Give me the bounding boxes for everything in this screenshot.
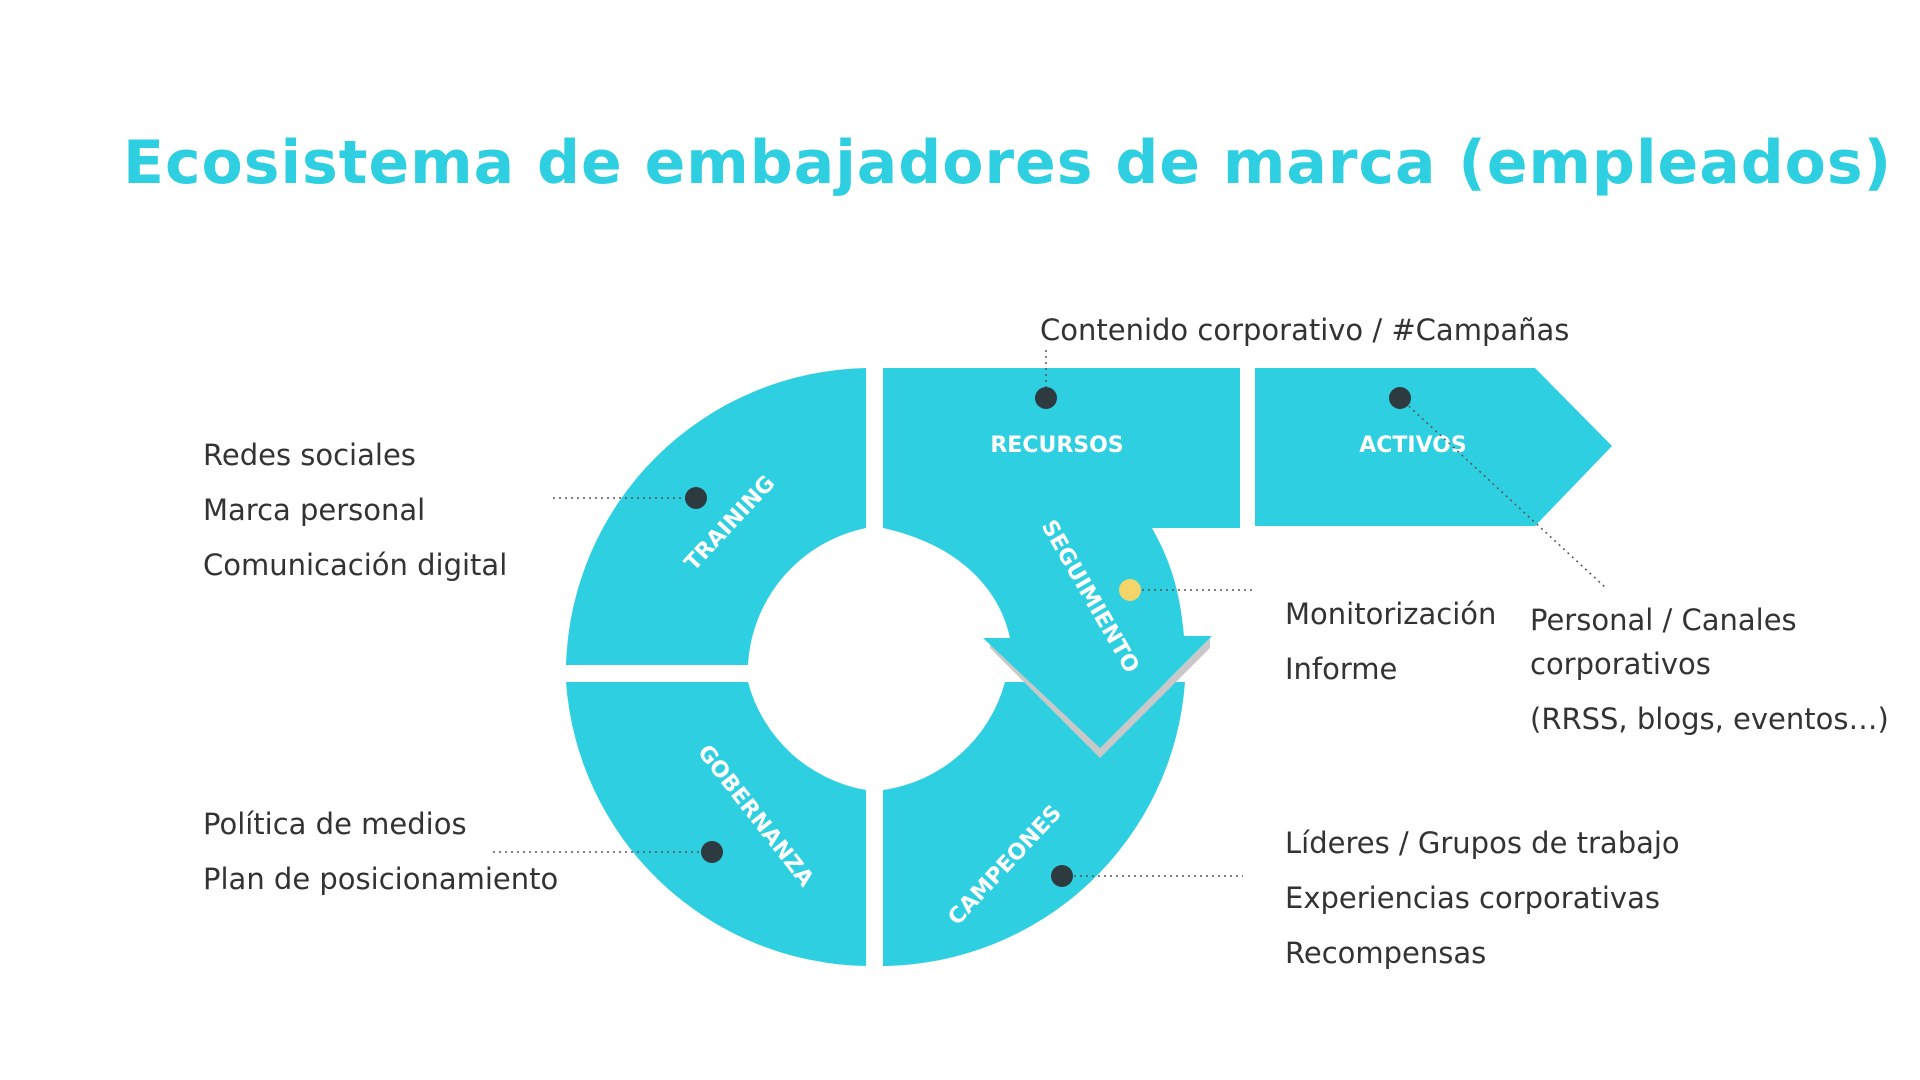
segment-recursos-seguimiento: [883, 368, 1240, 748]
note-activos-1: Personal / Canales: [1530, 603, 1797, 637]
note-campeones-3: Recompensas: [1285, 936, 1486, 970]
segment-training: [566, 368, 866, 665]
note-seguimiento-2: Informe: [1285, 652, 1397, 686]
label-activos: ACTIVOS: [1359, 433, 1467, 458]
note-training-3: Comunicación digital: [203, 548, 507, 582]
dot-seguimiento: [1119, 579, 1141, 601]
segment-campeones: [883, 682, 1185, 966]
note-training-2: Marca personal: [203, 493, 425, 527]
label-recursos: RECURSOS: [990, 433, 1123, 458]
note-activos-2: corporativos: [1530, 647, 1711, 681]
dot-gobernanza: [701, 841, 723, 863]
segment-activos: [1255, 368, 1612, 526]
note-training-1: Redes sociales: [203, 438, 416, 472]
note-gobernanza-2: Plan de posicionamiento: [203, 862, 558, 896]
note-activos-3: (RRSS, blogs, eventos…): [1530, 702, 1889, 736]
dot-activos: [1389, 387, 1411, 409]
segment-gobernanza: [566, 682, 866, 966]
note-gobernanza-1: Política de medios: [203, 807, 467, 841]
note-campeones-2: Experiencias corporativas: [1285, 881, 1660, 915]
note-recursos-1: Contenido corporativo / #Campañas: [1040, 313, 1569, 347]
dot-training: [685, 487, 707, 509]
note-campeones-1: Líderes / Grupos de trabajo: [1285, 826, 1680, 860]
dot-recursos: [1035, 387, 1057, 409]
dot-campeones: [1051, 865, 1073, 887]
note-seguimiento-1: Monitorización: [1285, 597, 1496, 631]
page-title: Ecosistema de embajadores de marca (empl…: [123, 128, 1893, 198]
